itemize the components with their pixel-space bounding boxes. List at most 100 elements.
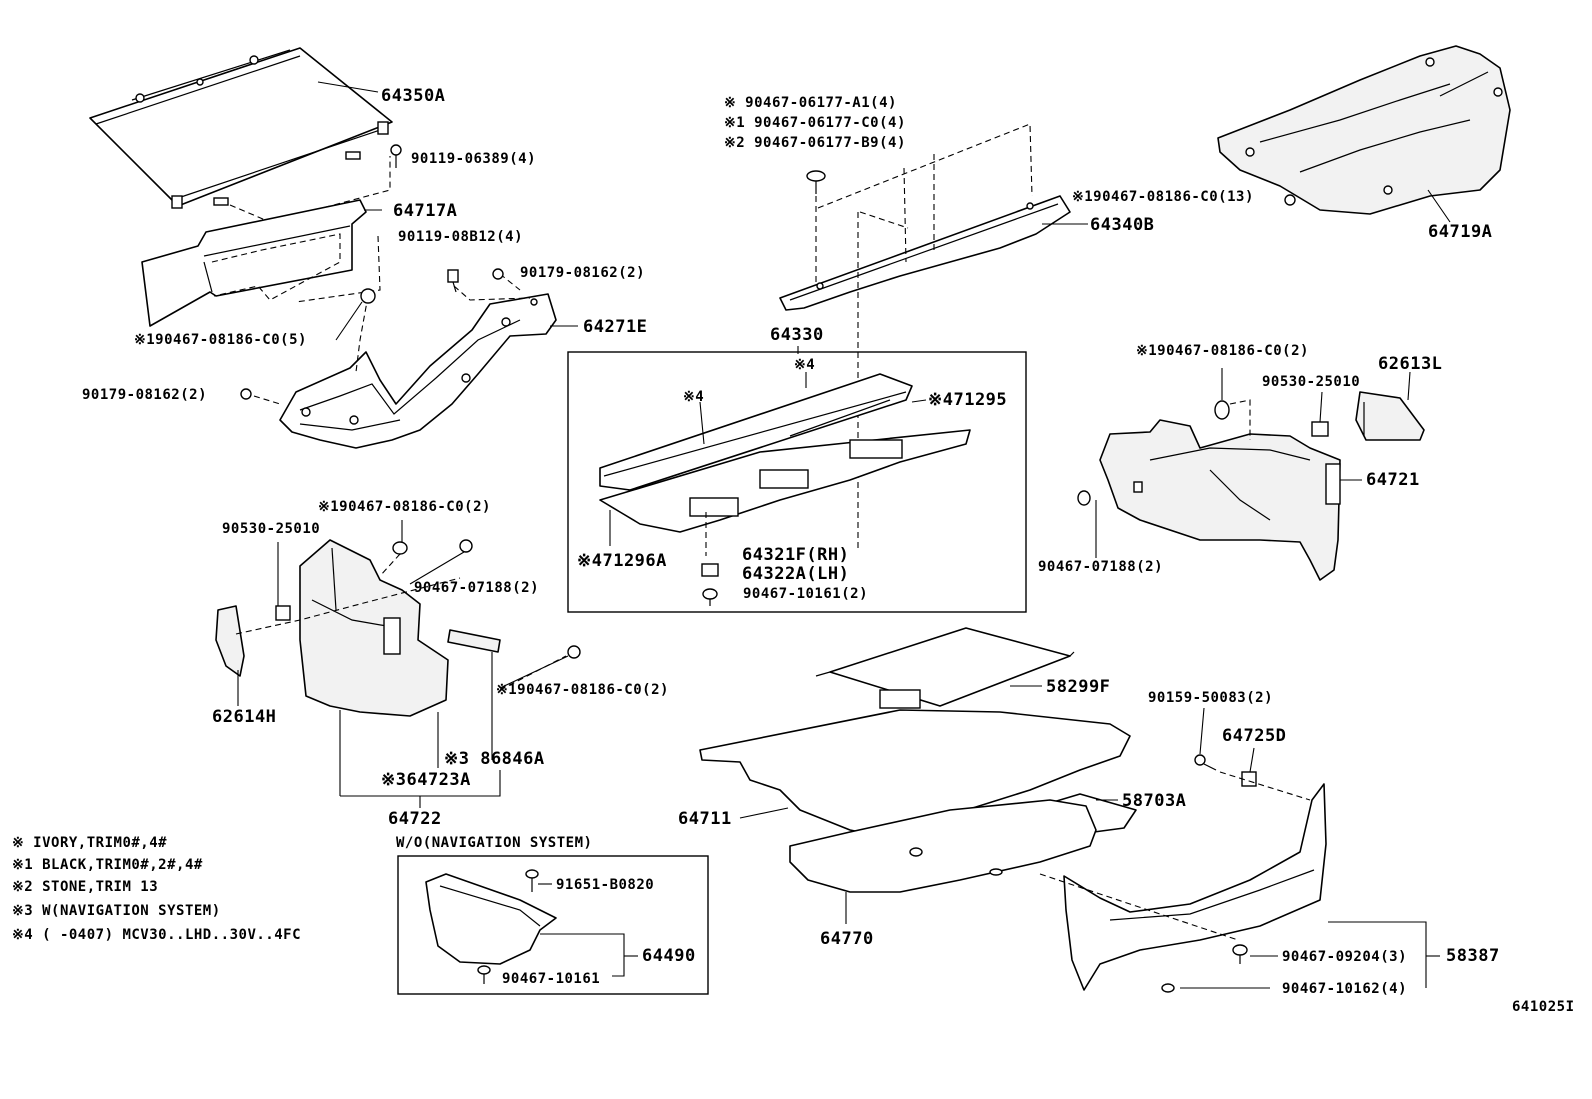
dashed-link-b: [211, 233, 341, 301]
label-64321F: 64321F(RH): [742, 545, 850, 565]
clip-190467-13: [1284, 194, 1296, 206]
label-471295: ※471295: [928, 390, 1008, 410]
clip-90530-25010-r: [1311, 421, 1329, 437]
diagram-id: 641025I: [1512, 999, 1575, 1015]
label-62614H: 62614H: [212, 707, 277, 727]
label-90467-10162: 90467-10162(4): [1282, 981, 1408, 997]
inset-box: [397, 855, 709, 995]
dashed-link-f: [253, 395, 281, 405]
label-64322A: 64322A(LH): [742, 564, 850, 584]
label-64719A: 64719A: [1428, 222, 1493, 242]
leader-58387-bracket: [1328, 921, 1427, 988]
clip-190467-5: [360, 288, 376, 304]
dashed-link-d: [453, 285, 531, 301]
part-62614H-drawing: [215, 605, 245, 677]
label-90467-06177-C0: ※1 90467-06177-C0(4): [724, 115, 906, 131]
part-64719A-drawing: [1217, 45, 1511, 215]
label-90119-06389: 90119-06389(4): [411, 151, 537, 167]
dashed-link-q: [379, 553, 401, 577]
label-90179-08162-a: 90179-08162(2): [520, 265, 646, 281]
dashed-link-s: [1219, 771, 1311, 801]
leader-note4-left: [699, 401, 705, 445]
clip-90467-10161-2: [702, 588, 718, 606]
dashed-link-e: [499, 273, 521, 291]
label-58703A: 58703A: [1122, 791, 1187, 811]
label-58387: 58387: [1446, 946, 1500, 966]
inset-title: W/O(NAVIGATION SYSTEM): [396, 835, 593, 851]
label-64490: 64490: [642, 946, 696, 966]
clip-90179-08162-a: [492, 268, 504, 280]
part-471296A-drawing: [599, 399, 971, 533]
part-86846A-drawing: [447, 629, 501, 653]
dashed-link-r: [499, 655, 567, 691]
label-64330: 64330: [770, 325, 824, 345]
leader-64490-bracket: [540, 933, 625, 977]
label-64717A: 64717A: [393, 201, 458, 221]
leader-64711: [739, 807, 789, 819]
dashed-link-t: [1039, 873, 1239, 941]
clip-90467-10161: [477, 965, 491, 984]
clip-90467-07188-l: [459, 539, 473, 553]
note-line-2: ※1 BLACK,TRIM0#,2#,4#: [12, 857, 203, 873]
dashed-link-g: [355, 295, 369, 373]
label-64723A: ※364723A: [381, 770, 471, 790]
note-line-3: ※2 STONE,TRIM 13: [12, 879, 159, 895]
note-line-4: ※3 W(NAVIGATION SYSTEM): [12, 903, 221, 919]
bolt-90119-06389: [390, 144, 402, 168]
clip-190467-2-r: [1214, 400, 1230, 420]
clip-90119-08B12: [447, 269, 459, 293]
leader-64725D: [1249, 747, 1255, 773]
label-58299F: 58299F: [1046, 677, 1111, 697]
label-471296A: ※471296A: [577, 551, 667, 571]
dashed-link-c: [295, 235, 381, 303]
clip-64321F: [701, 563, 719, 577]
note-line-1: ※ IVORY,TRIM0#,4#: [12, 835, 168, 851]
bolt-90159-50083: [1194, 754, 1217, 771]
leader-190467-5: [335, 301, 363, 341]
label-190467-13: ※190467-08186-C0(13): [1072, 189, 1254, 205]
leader-90467-07188-l: [409, 551, 465, 585]
label-64350A: 64350A: [381, 86, 446, 106]
label-90467-09204: 90467-09204(3): [1282, 949, 1408, 965]
label-64271E: 64271E: [583, 317, 648, 337]
label-90467-07188-r: 90467-07188(2): [1038, 559, 1164, 575]
label-91651-B0820: 91651-B0820: [556, 877, 655, 893]
leader-90159: [1199, 707, 1205, 755]
clip-190467-2-l: [392, 541, 408, 555]
label-64340B: 64340B: [1090, 215, 1155, 235]
part-58299F-drawing: [815, 627, 1075, 709]
part-64340B-drawing: [779, 195, 1071, 311]
label-note4-top: ※4: [794, 357, 816, 373]
part-64717A-drawing: [141, 199, 367, 327]
part-62613L-drawing: [1355, 391, 1425, 441]
leader-471295: [911, 399, 927, 403]
label-90467-10161: 90467-10161: [502, 971, 601, 987]
label-90467-06177-A1: ※ 90467-06177-A1(4): [724, 95, 897, 111]
leader-90530-r: [1319, 391, 1323, 423]
part-64271E-drawing: [279, 293, 557, 449]
leader-64350A: [317, 81, 379, 93]
clip-91651-B0820: [525, 869, 539, 892]
dashed-link-j: [903, 167, 907, 263]
label-90467-07188-l: 90467-07188(2): [414, 580, 540, 596]
label-note4-left: ※4: [683, 389, 705, 405]
bolt-90467-06177: [806, 170, 826, 194]
label-190467-5: ※190467-08186-C0(5): [134, 332, 307, 348]
leader-62613L: [1407, 371, 1411, 401]
label-90467-06177-B9: ※2 90467-06177-B9(4): [724, 135, 906, 151]
dashed-link-m: [859, 211, 909, 229]
clip-90179-08162-b: [240, 388, 252, 400]
note-line-5: ※4 ( -0407) MCV30..LHD..30V..4FC: [12, 927, 302, 943]
clip-190467-2-m: [567, 645, 581, 659]
label-90179-08162-b: 90179-08162(2): [82, 387, 208, 403]
label-64725D: 64725D: [1222, 726, 1287, 746]
label-90530-25010-l: 90530-25010: [222, 521, 321, 537]
dashed-link-o: [1229, 399, 1251, 440]
part-64721-drawing: [1099, 419, 1341, 581]
part-64722-drawing: [299, 539, 449, 717]
part-58387-drawing: [1063, 783, 1327, 993]
label-90467-10161-2: 90467-10161(2): [743, 586, 869, 602]
group-box-64330: [567, 351, 1027, 613]
label-64711: 64711: [678, 809, 732, 829]
